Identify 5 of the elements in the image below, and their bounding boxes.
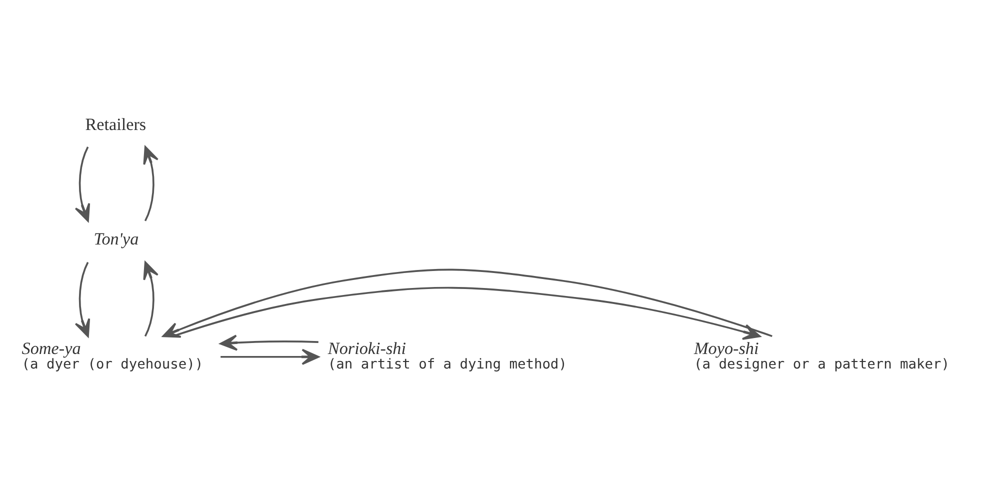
node-text: Some-ya (a dyer (or dyehouse)) bbox=[22, 338, 204, 372]
node-text: Moyo-shi (a designer or a pattern maker) bbox=[694, 338, 950, 372]
node-text: Ton'ya bbox=[94, 228, 139, 248]
node-text: Norioki-shi (an artist of a dying method) bbox=[328, 338, 567, 372]
node-text: Retailers bbox=[85, 114, 146, 134]
